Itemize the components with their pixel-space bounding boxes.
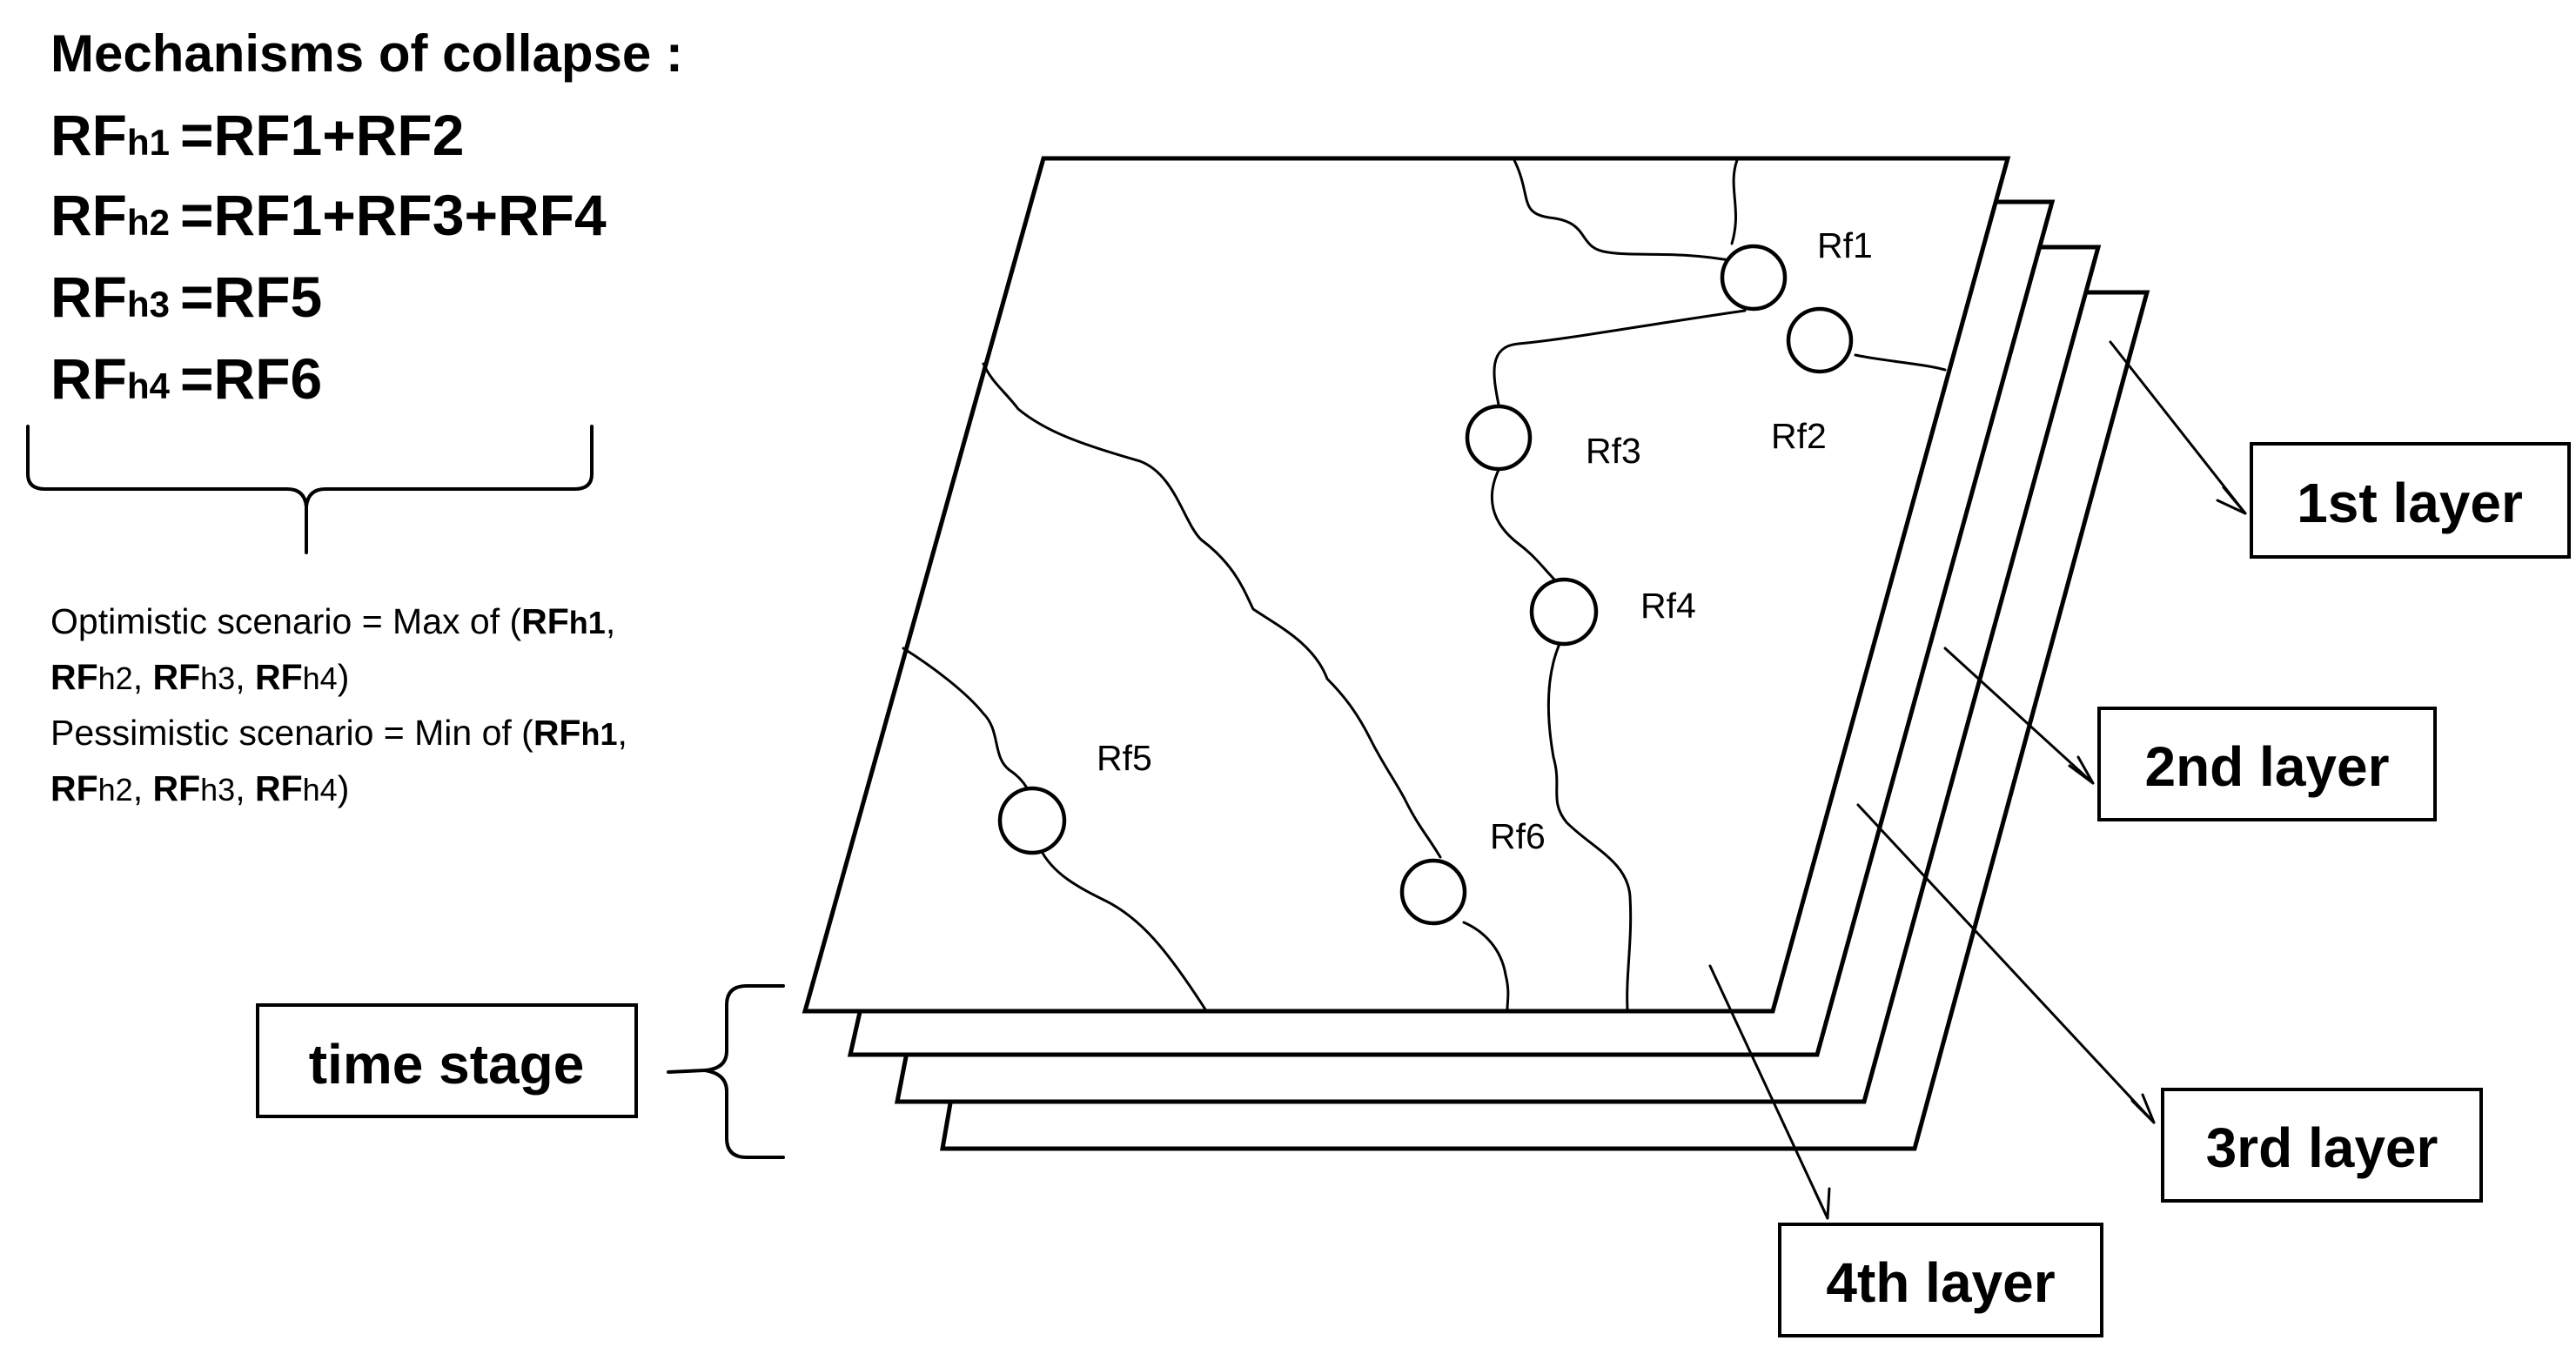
layer-label-2: 2nd layer	[2097, 707, 2437, 821]
equation-h2: RFh2=RF1+RF3+RF4	[50, 183, 607, 247]
optimistic-line-2: RFh2, RFh3, RFh4)	[50, 657, 349, 697]
layer-label-3-text: 3rd layer	[2206, 1116, 2438, 1179]
equation-h3: RFh3=RF5	[50, 265, 322, 329]
arrow-layer-4	[1708, 964, 1829, 1220]
river-network	[902, 158, 1947, 1011]
node-label-rf1: Rf1	[1817, 225, 1873, 265]
failure-nodes	[997, 244, 1854, 926]
arrowhead-layer-4	[1813, 1187, 1831, 1220]
node-circle-rf3	[1465, 404, 1533, 472]
pessimistic-line-2: RFh2, RFh3, RFh4)	[50, 768, 349, 808]
arrow-layer-3	[1856, 803, 2156, 1124]
node-circle-rf6	[1399, 858, 1467, 926]
time-stage-brace	[667, 984, 785, 1159]
arrowhead-layer-3	[2130, 1093, 2156, 1124]
node-circle-rf1	[1720, 244, 1788, 312]
layer-label-4-text: 4th layer	[1826, 1251, 2055, 1314]
node-labels: Rf1 Rf2 Rf3 Rf4 Rf5 Rf6	[1097, 225, 1873, 856]
mechanism-equations: RFh1=RF1+RF2 RFh2=RF1+RF3+RF4 RFh3=RF5 R…	[50, 103, 607, 411]
arrow-layer-2	[1943, 647, 2095, 785]
pessimistic-line-1: Pessimistic scenario = Min of (RFh1,	[50, 713, 627, 753]
time-stage-label: time stage	[256, 1003, 638, 1118]
layer-label-2-text: 2nd layer	[2144, 735, 2389, 798]
layer-sheet-1	[802, 156, 2011, 1014]
time-stage-text: time stage	[309, 1033, 585, 1096]
node-circle-rf2	[1786, 306, 1854, 374]
layer-label-3: 3rd layer	[2161, 1088, 2483, 1203]
layer-arrows	[1708, 340, 2247, 1220]
equation-h1: RFh1=RF1+RF2	[50, 103, 464, 167]
heading: Mechanisms of collapse :	[50, 24, 683, 83]
arrow-layer-1	[2109, 340, 2247, 515]
layer-stack	[802, 156, 2150, 1151]
arrowhead-layer-2	[2068, 755, 2095, 785]
scenarios: Optimistic scenario = Max of (RFh1, RFh2…	[50, 601, 627, 808]
equation-h4: RFh4=RF6	[50, 346, 322, 411]
node-label-rf4: Rf4	[1640, 586, 1696, 626]
summary-brace	[26, 425, 594, 554]
arrowhead-layer-1	[2216, 486, 2247, 515]
layer-label-4: 4th layer	[1778, 1223, 2103, 1337]
node-circle-rf4	[1529, 577, 1599, 647]
node-label-rf3: Rf3	[1586, 431, 1641, 471]
node-label-rf5: Rf5	[1097, 738, 1152, 778]
layer-label-1: 1st layer	[2250, 442, 2571, 559]
layer-label-1-text: 1st layer	[2297, 472, 2523, 534]
optimistic-line-1: Optimistic scenario = Max of (RFh1,	[50, 601, 615, 641]
node-circle-rf5	[997, 786, 1067, 855]
node-label-rf2: Rf2	[1771, 416, 1827, 456]
node-label-rf6: Rf6	[1490, 816, 1546, 856]
